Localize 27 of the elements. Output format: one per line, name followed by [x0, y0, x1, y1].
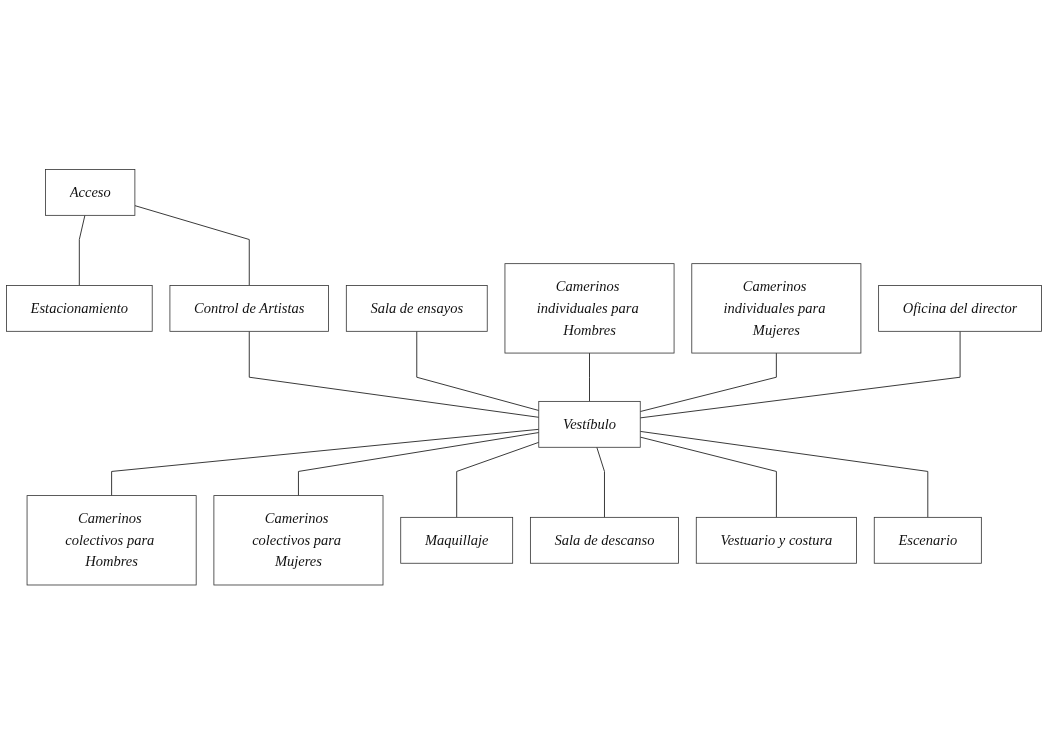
connector: [639, 430, 929, 518]
node-box: Maquillaje: [400, 516, 514, 564]
connector: [416, 330, 540, 411]
node-box: Control de Artistas: [169, 284, 329, 332]
node-box: Camerinos individuales para Mujeres: [691, 263, 862, 354]
connector: [639, 352, 777, 412]
connector: [589, 352, 590, 402]
node-box: Camerinos individuales para Hombres: [504, 263, 675, 354]
connector: [134, 204, 250, 286]
node-box: Sala de descanso: [530, 516, 679, 564]
node-box: Vestíbulo: [538, 400, 641, 448]
connector: [596, 446, 605, 518]
node-box: Escenario: [873, 516, 982, 564]
connector: [78, 214, 86, 286]
node-box: Oficina del director: [878, 284, 1042, 332]
connector: [248, 330, 540, 418]
connector: [639, 330, 961, 419]
node-box: Vestuario y costura: [695, 516, 857, 564]
connector: [639, 436, 777, 518]
node-box: Estacionamiento: [6, 284, 153, 332]
node-box: Camerinos colectivos para Hombres: [26, 494, 197, 586]
node-box: Sala de ensayos: [345, 284, 488, 332]
connector: [297, 431, 540, 496]
node-box: Acceso: [45, 168, 136, 216]
connector: [456, 441, 540, 518]
connector: [111, 428, 540, 496]
node-box: Camerinos colectivos para Mujeres: [213, 494, 384, 586]
